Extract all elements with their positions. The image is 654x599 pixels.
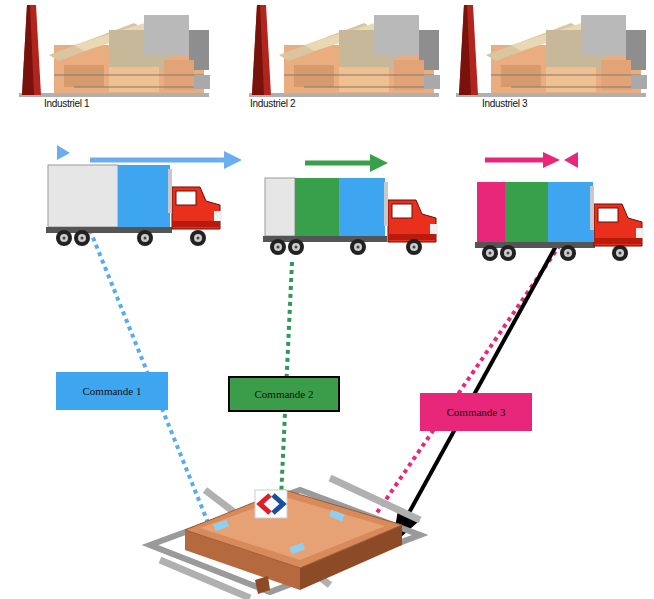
order-label: Commande 1	[83, 385, 142, 397]
order-box: Commande 3	[420, 393, 532, 431]
order-box: Commande 2	[228, 376, 340, 412]
factory-label: Industriel 3	[482, 98, 527, 109]
factory-label: Industriel 2	[250, 98, 295, 109]
factory-label: Industriel 1	[44, 98, 89, 109]
order-box: Commande 1	[56, 372, 168, 410]
order-label: Commande 2	[255, 388, 314, 400]
order-label: Commande 3	[447, 406, 506, 418]
